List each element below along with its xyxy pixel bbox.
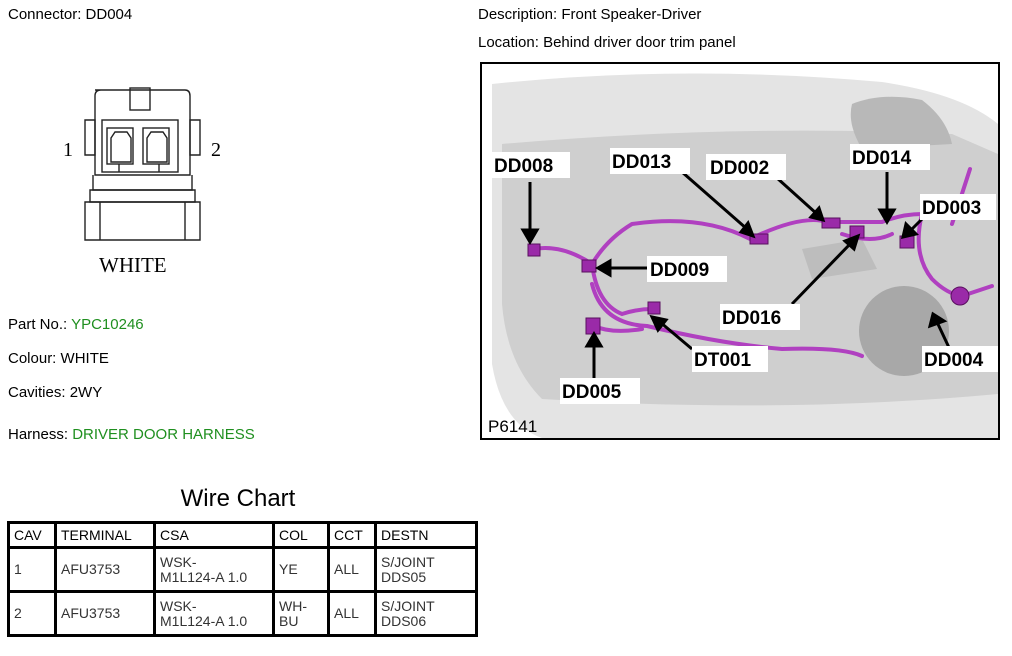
cell-csa: WSK-M1L124-A 1.0 <box>153 590 275 637</box>
connector-dd013 <box>749 233 769 245</box>
harness-label: Harness: <box>8 426 69 443</box>
header-csa: CSA <box>153 521 275 549</box>
part-no-line: Part No.: YPC10246 <box>8 316 144 334</box>
callout-arrows <box>520 170 954 382</box>
part-no-label: Part No.: <box>8 316 68 333</box>
cavities-value: 2WY <box>69 384 103 401</box>
wire-chart-header-row: CAV TERMINAL CSA COL CCT DESTN <box>7 521 478 549</box>
connector-dd002 <box>821 217 841 229</box>
door-latch-region <box>802 239 877 279</box>
location-line: Location: Behind driver door trim panel <box>478 34 736 52</box>
door-harness-diagram: DD008 DD013 DD002 DD014 DD003 DD009 DD01… <box>480 62 1000 440</box>
location-label: Location: <box>478 34 539 51</box>
callout-dd014: DD014 <box>852 148 912 169</box>
cell-terminal: AFU3753 <box>54 590 156 637</box>
callout-dd013: DD013 <box>612 152 671 173</box>
header-col: COL <box>272 521 330 549</box>
cavities-label: Cavities: <box>8 384 66 401</box>
callout-dd004: DD004 <box>924 350 984 371</box>
description-value: Front Speaker-Driver <box>561 6 702 23</box>
connector-dd009 <box>581 259 597 273</box>
colour-value: WHITE <box>60 350 109 367</box>
door-upper-trim <box>850 96 952 149</box>
callout-labels: DD008 DD013 DD002 DD014 DD003 DD009 DD01… <box>490 144 998 404</box>
cell-cav: 2 <box>7 590 57 637</box>
description-line: Description: Front Speaker-Driver <box>478 6 701 24</box>
destn-line-2: DDS05 <box>381 568 427 585</box>
part-no-value[interactable]: YPC10246 <box>71 316 144 333</box>
pin-1-label: 1 <box>63 139 73 161</box>
callout-dd016: DD016 <box>722 308 781 329</box>
callout-dd003: DD003 <box>922 198 981 219</box>
cell-terminal: AFU3753 <box>54 546 156 593</box>
location-value: Behind driver door trim panel <box>543 34 736 51</box>
csa-line-1: WSK- <box>160 553 197 570</box>
connector-label: Connector: <box>8 6 82 23</box>
cell-cct: ALL <box>327 546 377 593</box>
csa-line-2: M1L124-A 1.0 <box>160 612 248 629</box>
diagram-reference: P6141 <box>488 417 537 436</box>
destn-line-1: S/JOINT <box>381 553 435 570</box>
connector-colour-text: WHITE <box>99 253 167 277</box>
callout-dt001: DT001 <box>694 350 751 371</box>
wire-chart-title: Wire Chart <box>180 485 296 512</box>
header-cct: CCT <box>327 521 377 549</box>
csa-line-2: M1L124-A 1.0 <box>160 568 248 585</box>
col-line-2: BU <box>279 612 299 629</box>
pin-2-label: 2 <box>211 139 221 161</box>
cell-col: WH-BU <box>272 590 330 637</box>
cell-cct: ALL <box>327 590 377 637</box>
col-line-1: WH- <box>279 597 307 614</box>
connector-dt001 <box>647 301 661 315</box>
callout-dd009: DD009 <box>650 260 709 281</box>
connector-dd004 <box>950 286 970 306</box>
callout-dd008: DD008 <box>494 156 553 177</box>
header-cav: CAV <box>7 521 57 549</box>
connector-face-drawing: 1 2 WHITE <box>63 87 221 277</box>
destn-line-1: S/JOINT <box>381 597 435 614</box>
cavities-line: Cavities: 2WY <box>8 384 102 402</box>
callout-dd002: DD002 <box>710 158 769 179</box>
harness-connectors <box>527 217 970 335</box>
colour-label: Colour: <box>8 350 57 367</box>
door-harness-illustration: DD008 DD013 DD002 DD014 DD003 DD009 DD01… <box>488 73 998 438</box>
harness-line: Harness: DRIVER DOOR HARNESS <box>8 426 255 444</box>
connector-line: Connector: DD004 <box>8 6 132 24</box>
connector-dd005 <box>585 317 601 335</box>
table-row: 2 AFU3753 WSK-M1L124-A 1.0 WH-BU ALL S/J… <box>7 590 478 637</box>
cell-col: YE <box>272 546 330 593</box>
connector-dd008 <box>527 243 541 257</box>
description-label: Description: <box>478 6 558 23</box>
table-row: 1 AFU3753 WSK-M1L124-A 1.0 YE ALL S/JOIN… <box>7 546 478 593</box>
csa-line-1: WSK- <box>160 597 197 614</box>
connector-value: DD004 <box>85 6 133 23</box>
callout-dd005: DD005 <box>562 382 622 403</box>
cell-cav: 1 <box>7 546 57 593</box>
harness-value[interactable]: DRIVER DOOR HARNESS <box>72 426 255 443</box>
header-destn: DESTN <box>374 521 478 549</box>
cell-csa: WSK-M1L124-A 1.0 <box>153 546 275 593</box>
destn-line-2: DDS06 <box>381 612 427 629</box>
header-terminal: TERMINAL <box>54 521 156 549</box>
wire-chart-table: CAV TERMINAL CSA COL CCT DESTN 1 AFU3753… <box>7 521 478 637</box>
colour-line: Colour: WHITE <box>8 350 109 368</box>
